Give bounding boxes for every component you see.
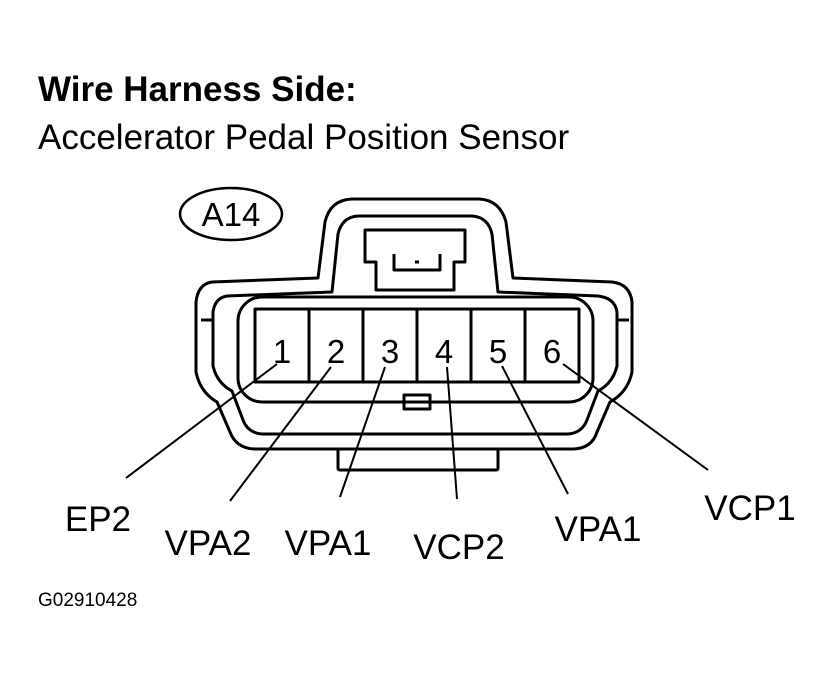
pin-number-6: 6 [543,333,561,370]
connector-housing [194,197,634,472]
signal-label-pin-3: VPA1 [285,524,372,563]
pin-number-1: 1 [273,333,291,370]
leader-line-pin-3 [339,366,386,498]
connector-id-ellipse [178,186,284,242]
connector-id-label: A14 [202,196,261,233]
signal-label-pin-5: VPA1 [555,510,642,549]
signal-label-pin-2: VPA2 [165,524,252,563]
leader-line-pin-1 [125,363,278,479]
pin-number-4: 4 [435,333,453,370]
leader-line-pin-6 [562,363,709,471]
pin-number-3: 3 [381,333,399,370]
diagram-subtitle: Accelerator Pedal Position Sensor [38,118,570,157]
leader-line-pin-4 [446,366,458,500]
leader-line-pin-5 [501,365,569,495]
signal-label-pin-4: VCP2 [413,528,504,567]
signal-label-pin-1: EP2 [65,500,131,539]
pin-number-2: 2 [327,333,345,370]
figure-code: G02910428 [38,590,138,611]
diagram-title: Wire Harness Side: [38,70,357,109]
signal-label-pin-6: VCP1 [704,489,795,528]
leader-line-pin-2 [229,366,332,502]
pin-number-5: 5 [489,333,507,370]
